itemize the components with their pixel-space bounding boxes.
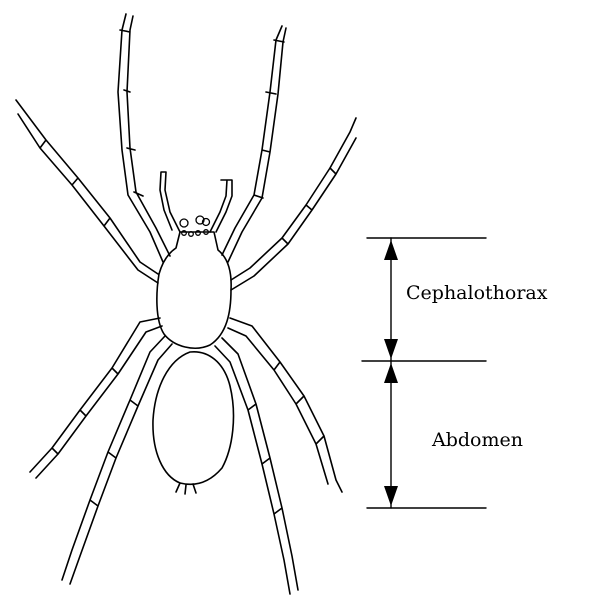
abdomen-arrow-up [384, 363, 398, 383]
spider-right-pedipalp [210, 180, 232, 232]
abdomen-arrow-down [384, 486, 398, 506]
cephalothorax-arrow-up [384, 240, 398, 260]
cephalothorax-arrow-down [384, 339, 398, 359]
spider-abdomen-shape [153, 352, 234, 485]
spider-right-leg-2 [231, 118, 356, 290]
cephalothorax-label: Cephalothorax [406, 284, 547, 303]
spider-spinnerets [176, 483, 196, 494]
spider-right-leg-3 [228, 318, 342, 492]
spider-right-leg-1 [222, 26, 286, 262]
dimension-markers [362, 238, 486, 508]
spider-left-pedipalp [160, 172, 180, 232]
spider-body [153, 172, 234, 494]
spider-left-leg-1 [118, 14, 170, 262]
spider-eyes [180, 216, 210, 236]
spider-legs [16, 14, 356, 594]
abdomen-label: Abdomen [432, 431, 523, 450]
spider-cephalothorax-shape [157, 232, 231, 348]
